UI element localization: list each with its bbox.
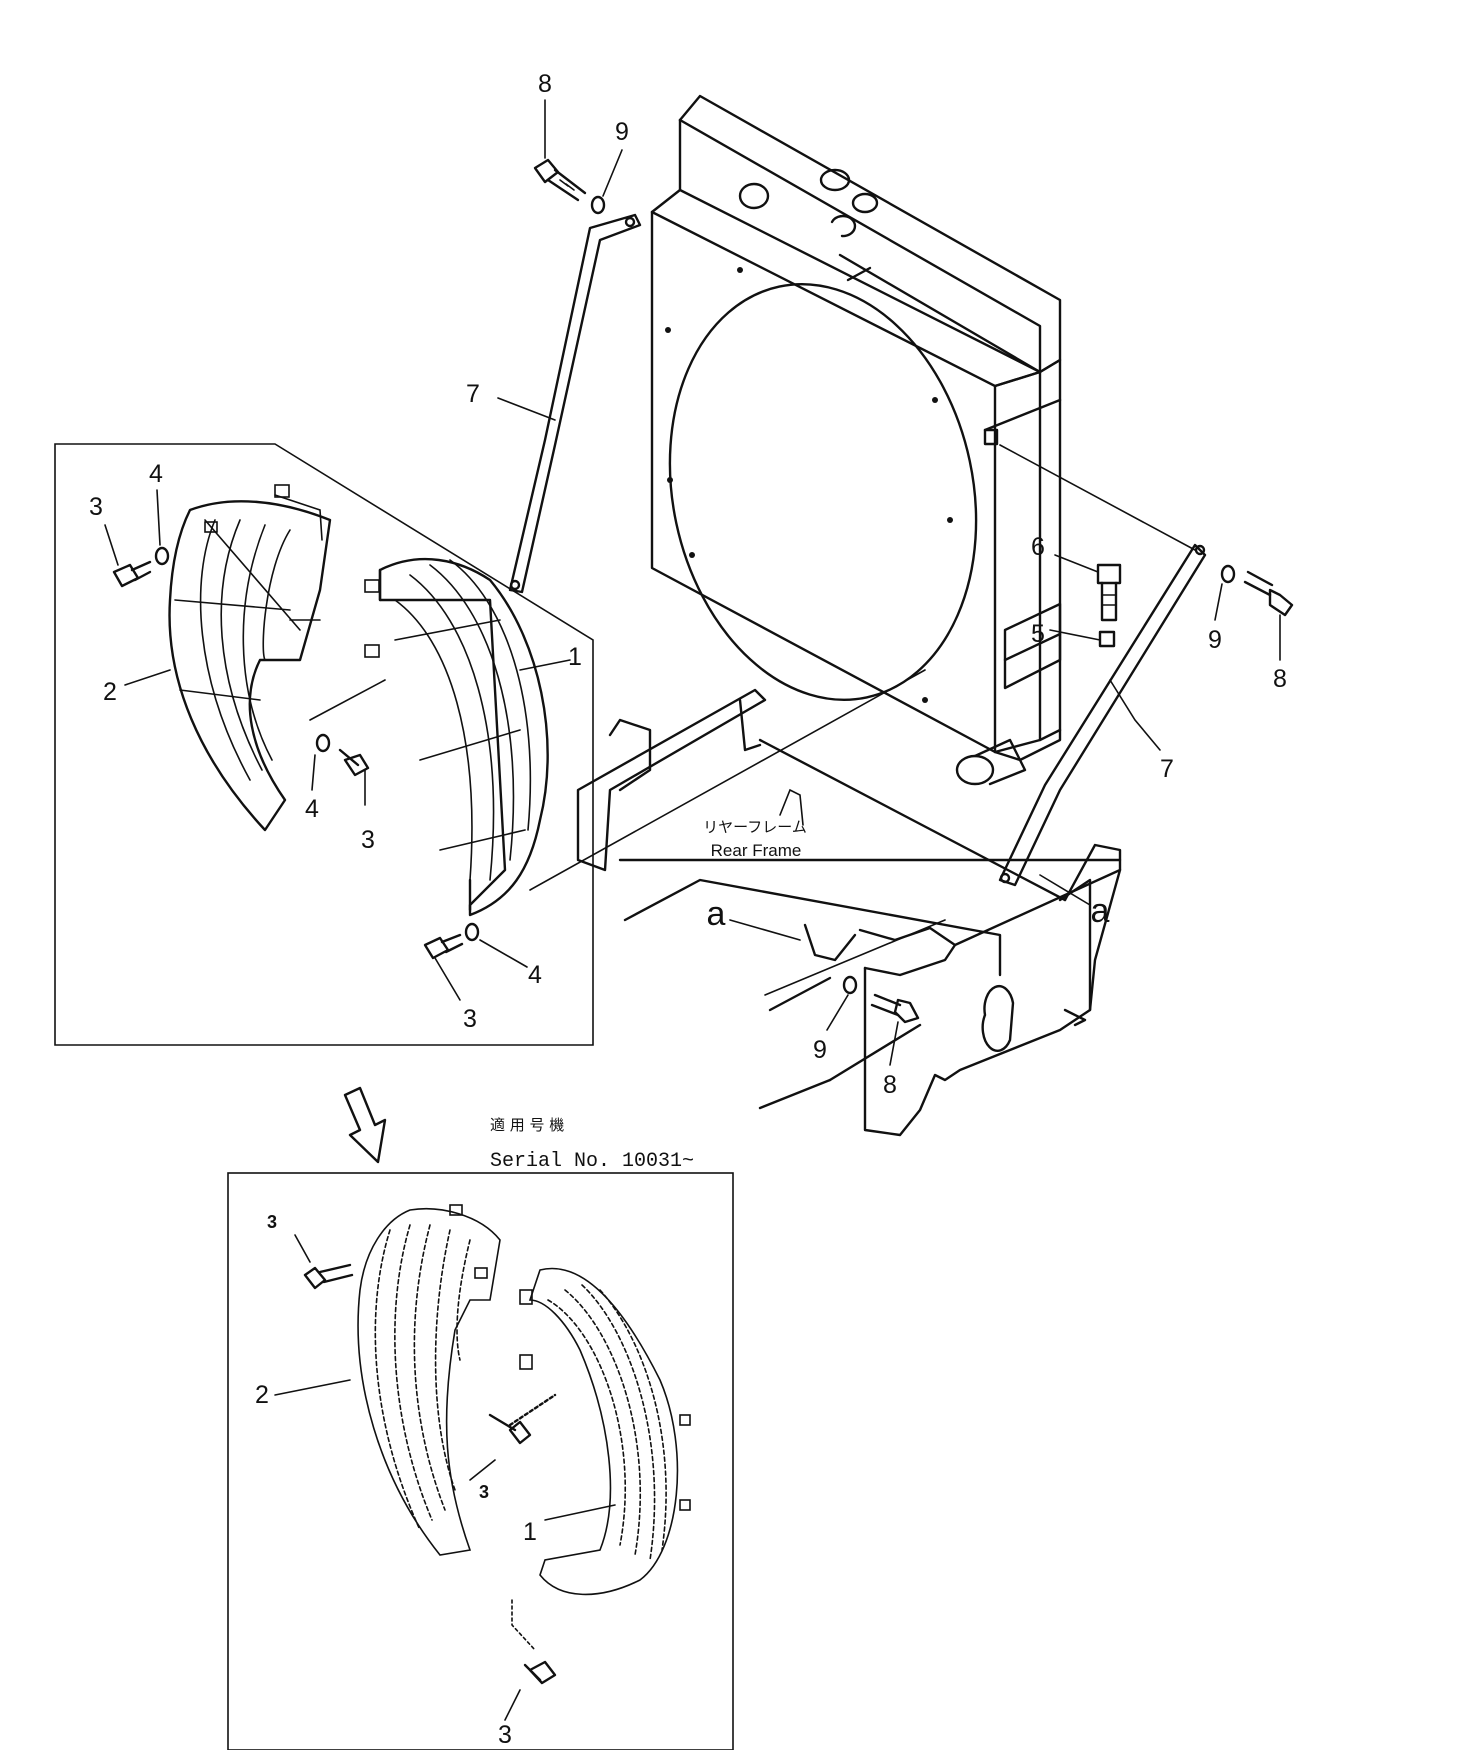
leader-lines [104,99,1281,1066]
inset-fan-guard-left [357,1204,501,1556]
callout-1-main: 1 [568,643,582,671]
callout-6: 6 [1031,533,1045,561]
washer-9-bottom [842,975,858,995]
inset-callout-3-mid: 3 [479,1482,489,1502]
callout-9-bottom: 9 [813,1036,827,1064]
inset-bolt-mid [488,1393,557,1445]
detail-box-outline [54,443,594,1046]
radiator [650,94,1062,786]
callout-4-c: 4 [528,961,542,989]
bolt-3-lower [423,933,464,960]
callout-3-a: 3 [89,493,103,521]
callout-7-left: 7 [466,380,480,408]
down-arrow [343,1086,387,1164]
inset-callout-1: 1 [523,1518,537,1546]
serial-label-jp: 適 用 号 機 [490,1116,564,1134]
callout-9-right: 9 [1208,626,1222,654]
callout-4-b: 4 [305,795,319,823]
washer-4-mid [315,733,331,753]
callout-9-top: 9 [615,118,629,146]
washer-9-top [590,195,606,215]
bolt-3-left [112,560,152,588]
callout-3-b: 3 [361,826,375,854]
inset-callout-3-top: 3 [267,1212,277,1232]
callout-8-top: 8 [538,70,552,98]
callout-2-main: 2 [103,678,117,706]
callout-7-right: 7 [1160,755,1174,783]
fan-guard-right [364,557,549,917]
washer-9-right [1220,564,1236,584]
callout-a-left: a [707,895,726,933]
inset-box [227,1172,734,1750]
callout-8-right: 8 [1273,665,1287,693]
bolt-3-mid [338,748,370,777]
stay-right [998,543,1207,887]
inset-fan-guard-right [519,1267,691,1596]
rear-frame-label-jp: リヤーフレーム [703,818,807,836]
bolt-6 [1096,563,1122,622]
callout-a-right: a [1091,892,1110,930]
callout-3-c: 3 [463,1005,477,1033]
stay-left [508,213,642,594]
rear-frame [576,688,1122,1137]
serial-number: Serial No. 10031~ [490,1150,694,1173]
washer-4-lower [464,922,480,942]
callout-4-a: 4 [149,460,163,488]
bolt-8-bottom [870,993,920,1024]
inset-callout-3-bottom: 3 [498,1721,512,1749]
bolt-8-right [1243,570,1294,617]
inset-callout-2: 2 [255,1381,269,1409]
callout-5: 5 [1031,620,1045,648]
bolt-8-top [533,158,587,202]
rear-frame-label-en: Rear Frame [711,841,802,860]
inset-bolt-bottom [511,1599,557,1685]
fan-guard-left [168,484,332,832]
inset-bolt-top [303,1263,354,1290]
inset-leader-lines [274,1234,616,1721]
callout-8-bottom: 8 [883,1071,897,1099]
washer-4-left [154,546,170,566]
nut-5 [1098,630,1116,648]
